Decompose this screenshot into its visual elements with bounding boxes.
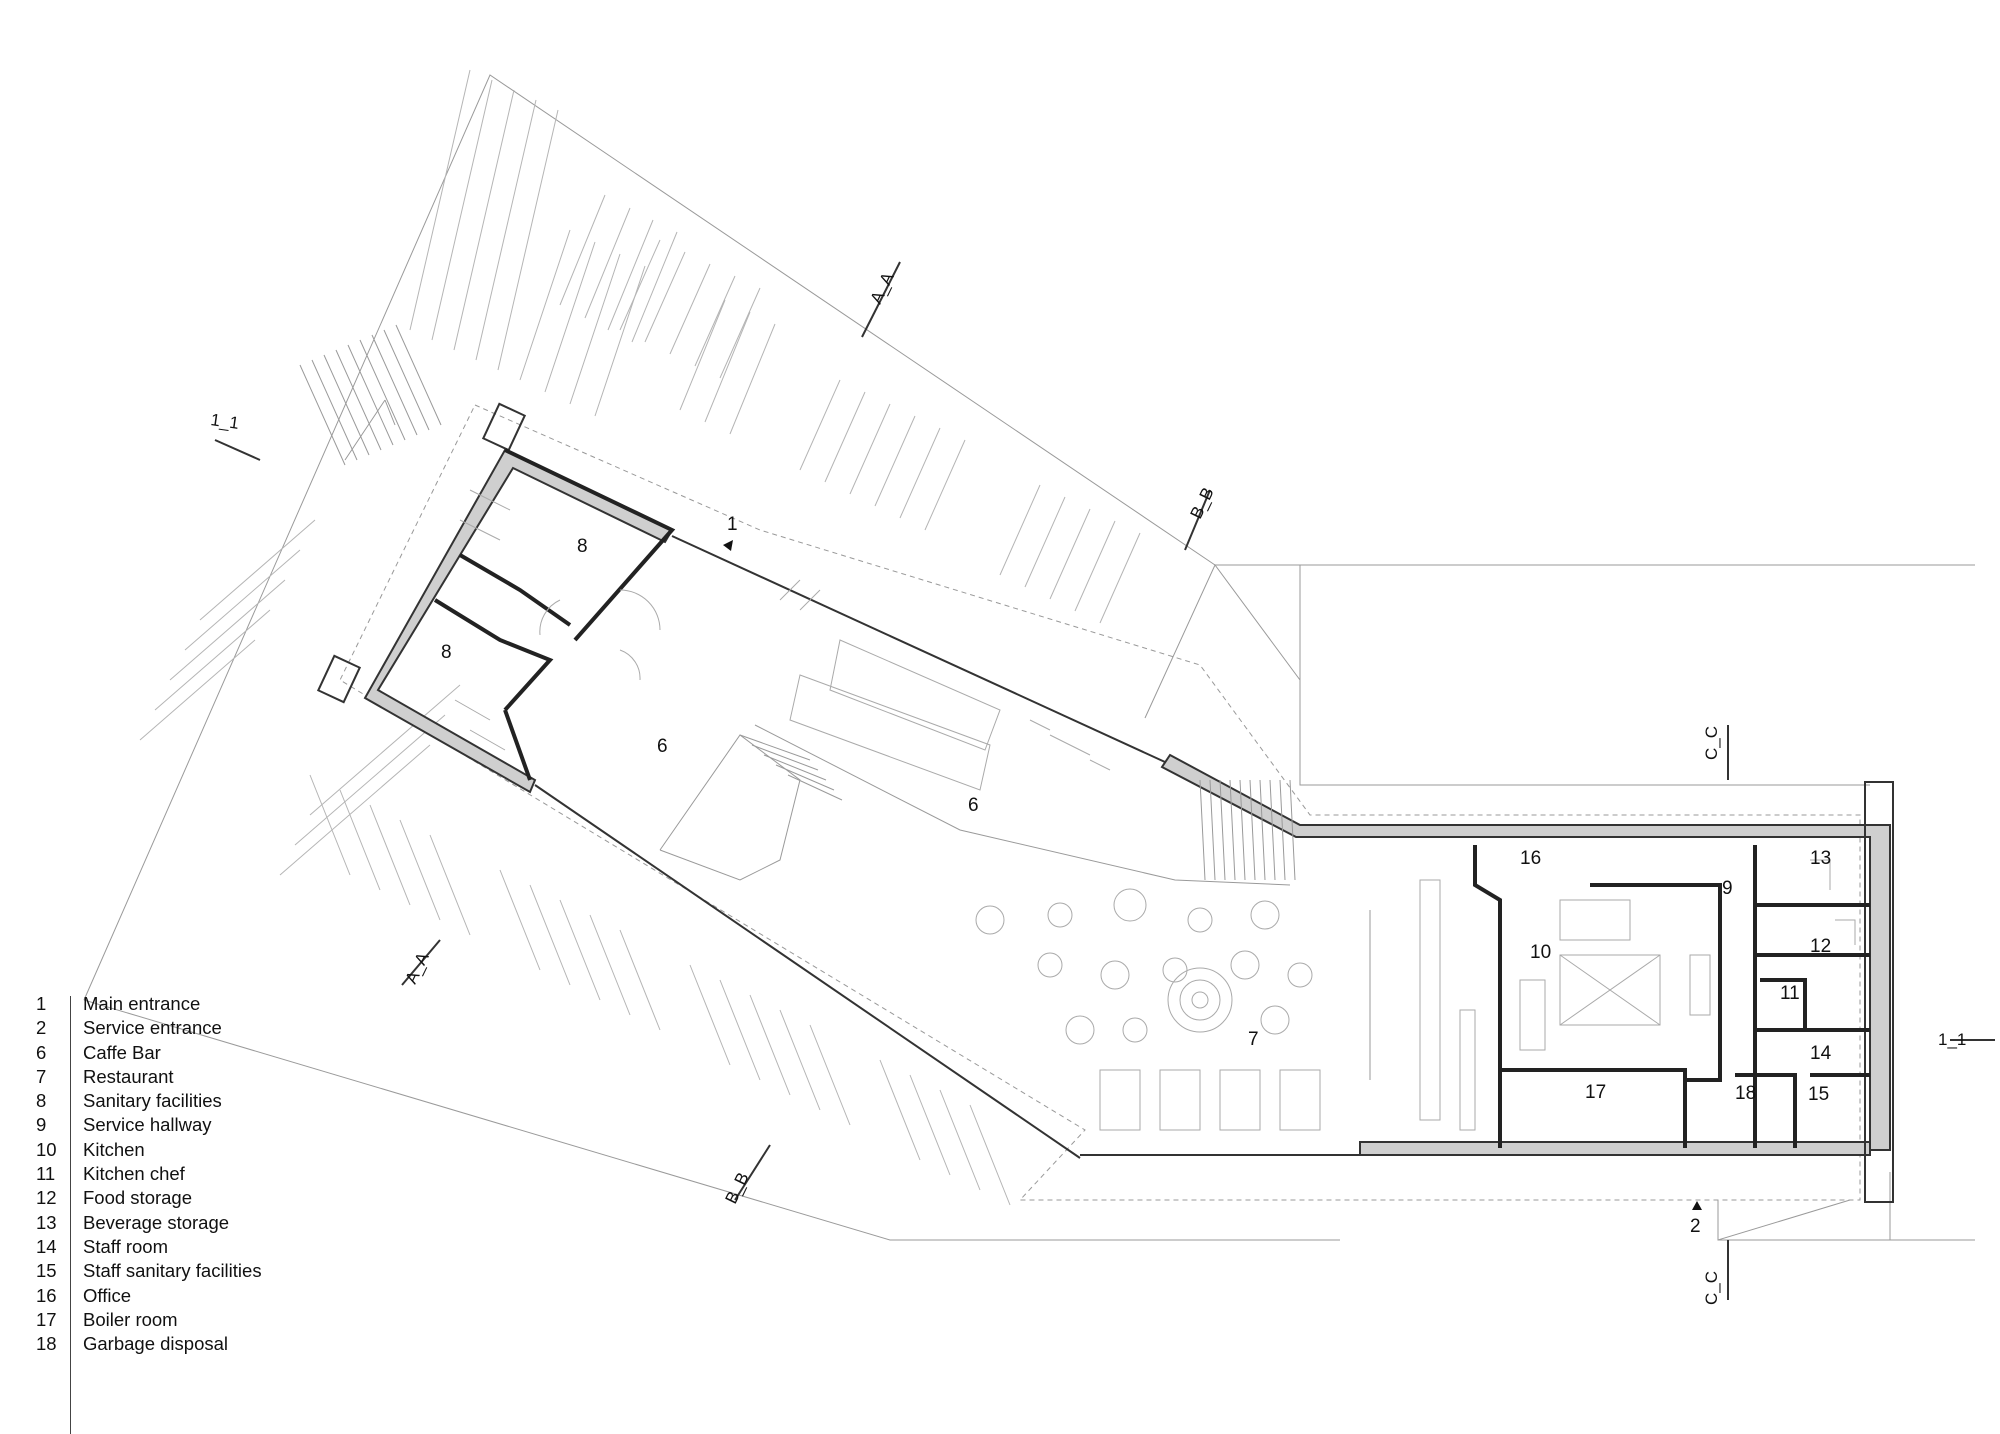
roof-outline [339,404,1861,1201]
legend-text: Office [83,1284,131,1306]
legend-item: 1 Main entrance [36,992,436,1016]
stairs-northwest [299,324,442,466]
legend-number: 16 [36,1284,57,1306]
legend-number: 2 [36,1017,47,1039]
room-label-18: 18 [1735,1083,1756,1104]
legend-item: 6 Caffe Bar [36,1041,436,1065]
legend-text: Caffe Bar [83,1041,161,1063]
legend-text: Kitchen chef [83,1163,185,1185]
legend-item: 17 Boiler room [36,1308,436,1332]
legend-number: 8 [36,1090,47,1112]
service-rooms [1419,845,1870,1148]
legend-number: 9 [36,1114,47,1136]
room-label-11: 11 [1780,983,1800,1004]
bar-counter [779,579,1111,791]
legend-text: Beverage storage [83,1211,230,1233]
legend-item: 16 Office [36,1284,436,1308]
room-label-13: 13 [1810,848,1831,869]
legend-number: 11 [36,1163,56,1185]
legend-number: 15 [36,1260,57,1282]
sanitary-partitions [433,448,676,781]
legend-item: 15 Staff sanitary facilities [36,1259,436,1283]
room-label-12: 12 [1810,936,1831,957]
end-walls [316,402,1894,1203]
room-label-9: 9 [1722,878,1733,899]
legend: 1 Main entrance 2 Service entrance 6 Caffe … [36,992,436,1434]
room-label-17: 17 [1585,1082,1606,1103]
entrance-markers: 1 2 [723,514,1702,1237]
room-label-8b: 8 [441,642,452,663]
legend-number: 13 [36,1211,57,1233]
legend-text: Service hallway [83,1114,212,1136]
legend-item: 14 Staff room [36,1235,436,1259]
legend-item: 11 Kitchen chef [36,1162,436,1186]
legend-number: 1 [36,993,47,1014]
section-lines [214,261,1995,1300]
legend-number: 12 [36,1187,57,1209]
service-entrance-arrow-icon [1692,1201,1702,1210]
entrance-label-service: 2 [1690,1216,1701,1237]
section-mark-cc-top: C_C [1702,726,1721,760]
section-mark-11-left: 1_1 [209,410,240,433]
legend-text: Restaurant [83,1065,174,1087]
room-label-6a: 6 [657,736,668,757]
legend-number: 6 [36,1041,47,1063]
room-label-16: 16 [1520,848,1541,869]
legend-text: Garbage disposal [83,1333,229,1355]
legend-text: Kitchen [83,1138,145,1160]
legend-item: 10 Kitchen [36,1138,436,1162]
restaurant-tables [975,888,1371,1080]
stairs-east [1199,779,1296,881]
legend-text: Boiler room [83,1308,178,1330]
room-label-10: 10 [1530,942,1551,963]
room-label-7: 7 [1248,1029,1259,1050]
floor-plan: A_A A_A B_B B_B C_C C_C 1_1 1_1 1 2 8 8 … [83,69,1995,1305]
room-label-6b: 6 [968,795,979,816]
legend-item: 2 Service entrance [36,1016,436,1040]
section-mark-cc-bottom: C_C [1702,1271,1721,1305]
legend-divider [70,996,71,1434]
entrance-label-main: 1 [727,514,738,535]
parking-stalls-south [309,774,1011,1206]
legend-text: Main entrance [83,993,201,1014]
legend-item: 13 Beverage storage [36,1211,436,1235]
main-entrance-arrow-icon [723,540,733,551]
legend-number: 14 [36,1235,57,1257]
parking-stalls-west [139,519,461,876]
building-walls [363,448,1891,1159]
legend-item: 8 Sanitary facilities [36,1089,436,1113]
section-mark-bb-top: B_B [1187,485,1218,522]
legend-text: Sanitary facilities [83,1090,222,1112]
legend-text: Food storage [83,1187,193,1209]
legend-text: Staff room [83,1235,169,1257]
section-mark-11-right: 1_1 [1938,1030,1966,1049]
legend-item: 7 Restaurant [36,1065,436,1089]
room-labels: 8 8 6 6 7 16 9 13 10 12 11 14 17 18 15 [441,536,1832,1105]
legend-item: 18 Garbage disposal [36,1332,436,1356]
booth-seating [1099,1069,1321,1131]
legend-text: Staff sanitary facilities [83,1260,262,1282]
central-stair [659,724,1291,886]
site-outline [83,74,1975,1241]
room-label-8a: 8 [577,536,588,557]
legend-number: 10 [36,1138,57,1160]
legend-text: Service entrance [83,1017,222,1039]
parking-stalls-north [409,69,1141,624]
legend-number: 18 [36,1333,57,1355]
section-mark-bb-bottom: B_B [722,1170,753,1207]
legend-number: 17 [36,1308,57,1330]
room-label-14: 14 [1810,1043,1832,1064]
room-label-15: 15 [1808,1084,1829,1105]
legend-number: 7 [36,1065,47,1087]
legend-item: 9 Service hallway [36,1113,436,1137]
legend-item: 12 Food storage [36,1186,436,1210]
